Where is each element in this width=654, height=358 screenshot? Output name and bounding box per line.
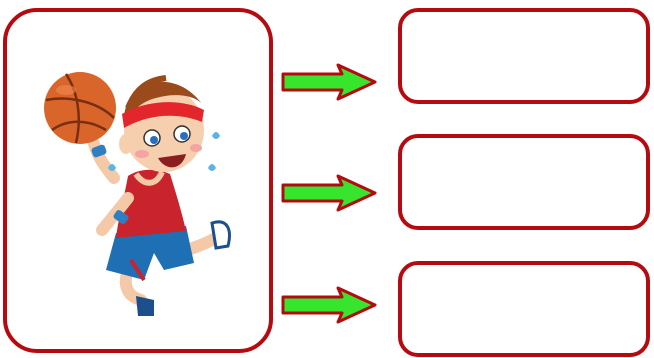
answer-box-3[interactable] <box>398 261 650 357</box>
basketball-boy-illustration <box>36 48 236 318</box>
answer-box-2[interactable] <box>398 134 650 230</box>
right-arrow-icon <box>280 174 378 212</box>
answer-box-1[interactable] <box>398 8 650 104</box>
right-arrow-icon <box>280 63 378 101</box>
right-arrow-icon <box>280 286 378 324</box>
basketball-icon <box>44 72 116 144</box>
